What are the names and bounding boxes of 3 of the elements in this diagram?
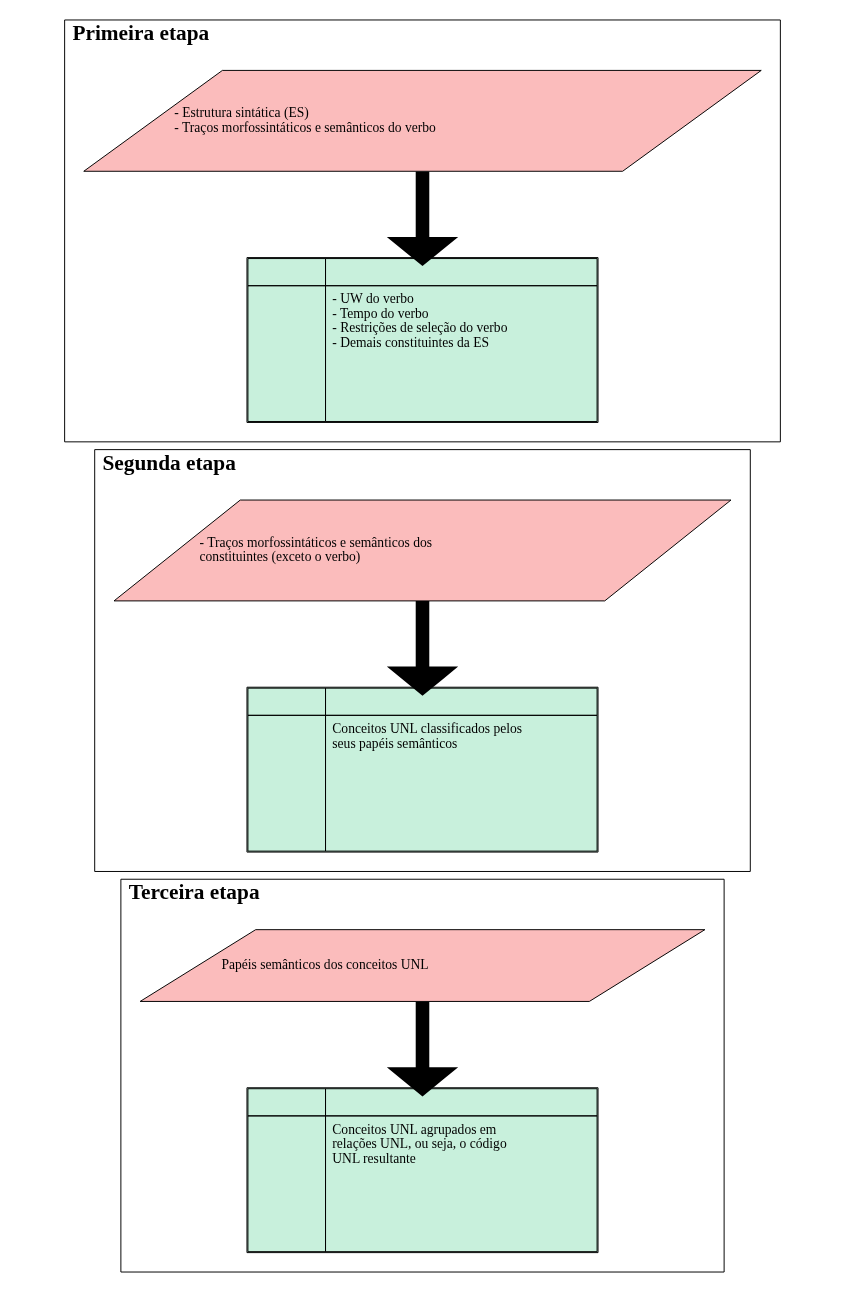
arrow bbox=[386, 601, 459, 696]
arrow bbox=[386, 1001, 459, 1097]
arrow bbox=[386, 171, 459, 267]
